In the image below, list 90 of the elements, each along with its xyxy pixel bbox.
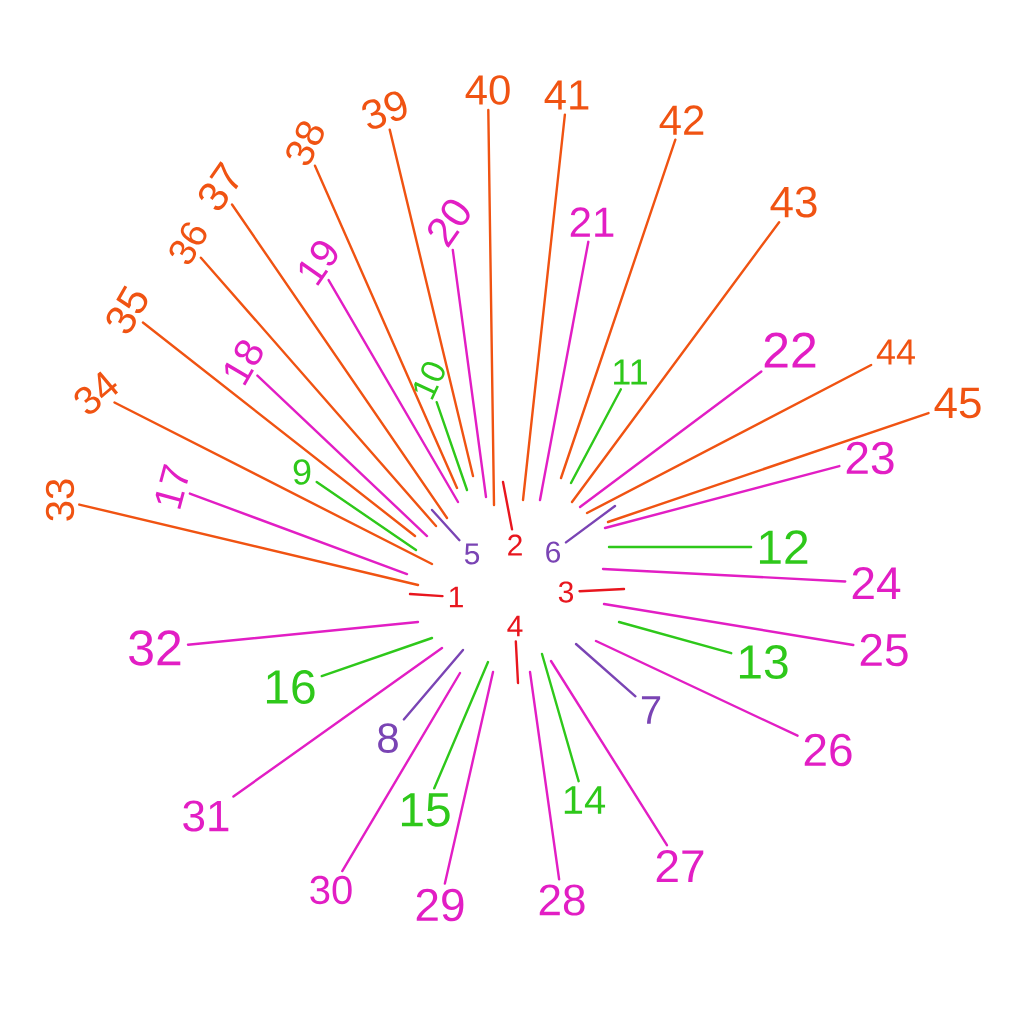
number-label: 31: [183, 800, 229, 832]
leader-line: [315, 480, 418, 552]
leader-line: [188, 492, 409, 576]
leader-line: [585, 363, 873, 515]
leader-line: [388, 128, 475, 478]
leader-line: [435, 401, 469, 492]
number-label: 4: [507, 615, 523, 637]
leader-line: [341, 671, 462, 873]
number-label: 45: [934, 387, 981, 419]
number-label: 32: [129, 630, 181, 666]
leader-line: [602, 602, 855, 647]
leader-line: [578, 370, 763, 509]
number-label: 7: [641, 696, 661, 724]
number-label: 13: [739, 645, 788, 679]
number-label: 35: [106, 285, 148, 334]
leader-line: [570, 221, 781, 504]
leader-line: [549, 659, 669, 847]
leader-line: [540, 652, 580, 783]
leader-line: [443, 670, 495, 885]
leader-line: [514, 640, 520, 685]
number-label: 38: [286, 121, 324, 166]
leader-line: [617, 620, 733, 655]
leader-line: [607, 545, 753, 549]
leader-line: [559, 138, 677, 480]
leader-line: [186, 620, 420, 646]
leader-line: [528, 670, 561, 881]
number-label: 12: [759, 530, 808, 564]
number-label: 5: [464, 543, 480, 565]
number-label: 6: [546, 541, 561, 563]
number-label: 14: [564, 786, 606, 814]
number-label: 44: [876, 339, 915, 365]
number-label: 40: [465, 75, 510, 105]
number-label: 23: [846, 441, 894, 475]
number-label: 19: [299, 241, 338, 286]
number-label: 9: [293, 459, 311, 485]
leader-line: [538, 240, 590, 502]
leader-line: [574, 642, 637, 698]
leader-line: [578, 587, 626, 593]
number-label: 24: [852, 566, 901, 600]
leader-line: [232, 646, 444, 798]
leader-line: [199, 256, 438, 528]
number-label: 18: [225, 340, 263, 386]
number-label: 29: [416, 888, 464, 922]
number-label: 3: [558, 581, 574, 603]
leader-line: [594, 639, 799, 737]
leader-line: [230, 203, 449, 520]
number-label: 2: [508, 534, 522, 556]
leader-line: [569, 388, 623, 485]
leader-line: [320, 636, 434, 678]
number-label: 8: [378, 723, 398, 753]
leader-line: [113, 401, 434, 566]
leader-line: [487, 108, 496, 507]
number-label: 42: [659, 105, 704, 135]
number-label: 30: [310, 875, 352, 905]
leader-line: [433, 660, 490, 790]
number-label: 33: [45, 479, 75, 521]
number-label: 10: [414, 361, 445, 400]
number-label: 26: [804, 733, 852, 767]
leader-line: [141, 321, 417, 538]
number-label: 20: [428, 199, 470, 248]
number-label: 22: [764, 332, 816, 368]
number-label: 11: [614, 359, 647, 385]
number-label: 37: [198, 161, 239, 211]
leader-line: [256, 374, 429, 538]
leader-line: [603, 464, 841, 530]
number-label: 15: [401, 793, 450, 827]
leader-line: [521, 113, 567, 502]
number-label: 43: [770, 186, 817, 218]
number-label: 28: [539, 884, 585, 916]
number-label: 41: [544, 80, 589, 110]
leader-line: [313, 164, 459, 490]
leader-line: [601, 567, 847, 583]
leader-line: [501, 480, 514, 531]
number-label: 17: [155, 463, 189, 510]
number-label: 21: [570, 207, 614, 237]
number-label: 36: [169, 222, 207, 264]
number-label: 25: [860, 633, 908, 667]
number-label: 16: [266, 670, 315, 704]
number-label: 39: [362, 91, 407, 129]
number-label: 34: [74, 371, 118, 414]
leader-line: [564, 504, 617, 544]
leader-line: [430, 508, 461, 542]
number-label: 1: [449, 586, 463, 608]
leader-line: [327, 278, 460, 504]
leader-line: [402, 648, 465, 721]
leader-line: [451, 248, 488, 499]
number-label: 27: [656, 849, 704, 883]
leader-line: [408, 592, 444, 598]
leader-line: [78, 503, 420, 587]
leader-line: [606, 411, 930, 524]
